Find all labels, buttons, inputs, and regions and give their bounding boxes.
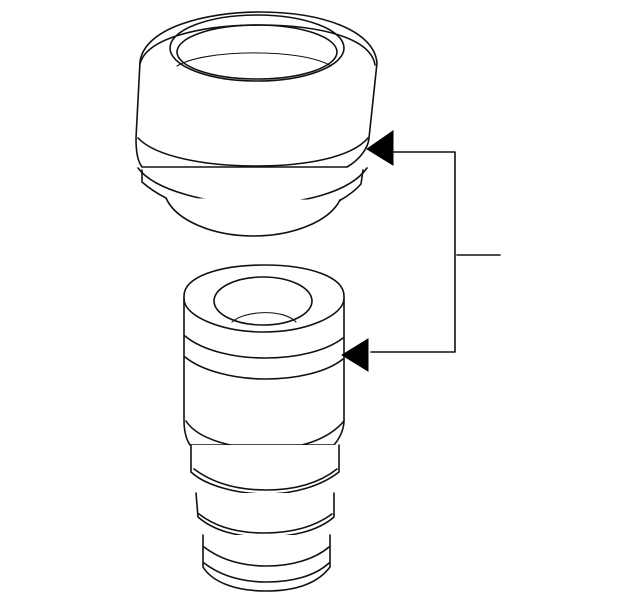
upper-cap-inner-shadow (176, 52, 332, 67)
upper-cap-seal (135, 11, 378, 237)
upper-cap-lower-lip (165, 197, 341, 237)
upper-cap-left-shoulder (141, 169, 167, 199)
lower-sleeve-upper-band-line (184, 335, 344, 359)
lower-sleeve (183, 264, 345, 592)
callout-bracket-line (370, 151, 456, 353)
lower-sleeve-step-2 (195, 492, 335, 538)
lower-sleeve-step-2-bottom (198, 513, 333, 534)
lower-sleeve-base (202, 534, 331, 592)
callout-bracket (341, 130, 501, 372)
arrow-to-lower-sleeve (341, 338, 369, 372)
upper-cap-inner-opening (176, 24, 338, 80)
lower-sleeve-step-1-bottom (193, 468, 338, 491)
lower-sleeve-base-band (203, 546, 330, 567)
upper-cap-band-top (137, 137, 369, 167)
lower-sleeve-upper-band-shadow (184, 356, 344, 380)
lower-sleeve-base-bottom (203, 562, 330, 583)
upper-cap-right-shoulder (338, 169, 364, 202)
lower-sleeve-step-1 (190, 444, 340, 495)
upper-cap-outer-opening (169, 14, 345, 82)
arrow-to-upper-cap (366, 130, 394, 166)
lower-sleeve-bore (213, 276, 313, 326)
lower-sleeve-bore-shadow (231, 312, 297, 323)
upper-cap-body (135, 11, 378, 168)
lower-sleeve-main-body (183, 264, 345, 446)
lower-sleeve-top-face (183, 298, 345, 333)
